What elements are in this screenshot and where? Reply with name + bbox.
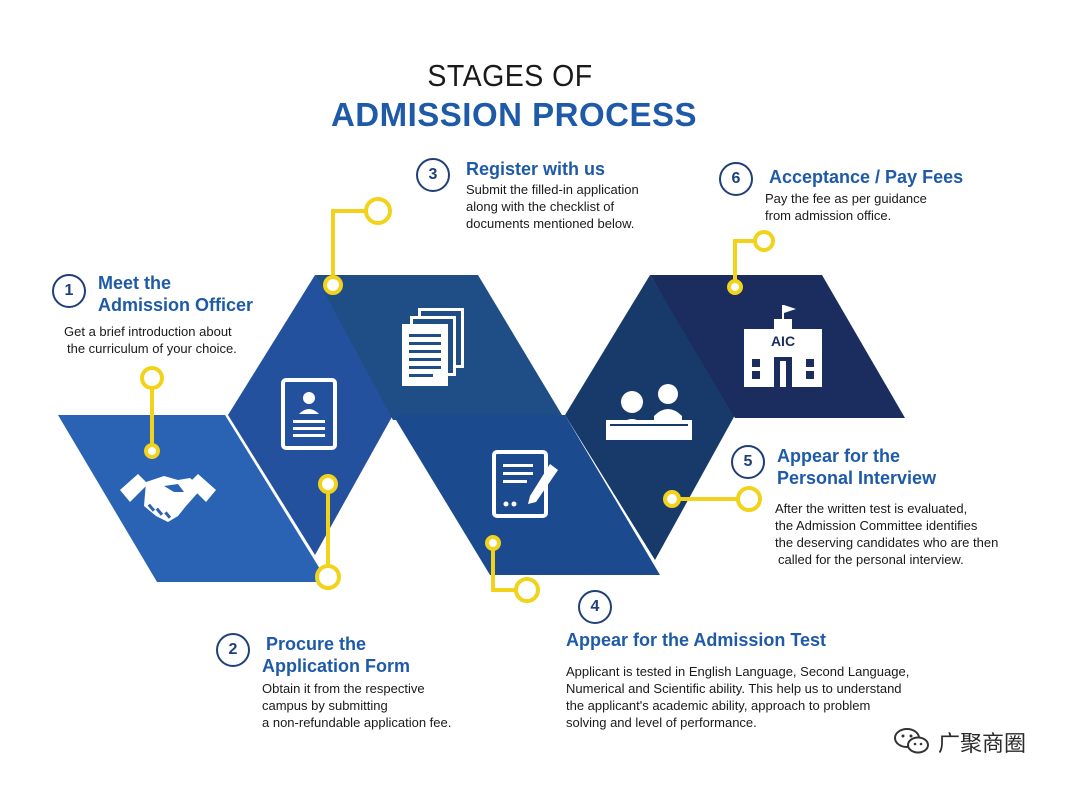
step-4-desc-line: Numerical and Scientific ability. This h… <box>566 681 902 696</box>
connector-step-2 <box>315 474 341 590</box>
step-4-number-badge: 4 <box>578 590 612 624</box>
connector-step-3 <box>323 197 392 295</box>
step-1-title-line-2: Admission Officer <box>98 295 254 315</box>
step-2-desc-line: a non-refundable application fee. <box>262 715 452 730</box>
step-3-title: Register with us <box>466 159 606 179</box>
step-1-desc-line: the curriculum of your choice. <box>67 341 237 356</box>
connector-step-4 <box>485 535 540 603</box>
step-5-desc-line: After the written test is evaluated, <box>775 501 968 516</box>
step-1-title: Meet the Admission Officer <box>98 272 253 316</box>
wechat-icon <box>894 728 929 754</box>
watermark-text: 广聚商圈 <box>938 732 1027 757</box>
step-3-desc-line: documents mentioned below. <box>466 216 635 231</box>
step-3-number-badge: 3 <box>416 158 450 192</box>
panel-step-4 <box>393 415 660 575</box>
step-2-title: Procure the Application Form <box>262 633 410 677</box>
step-6-title: Acceptance / Pay Fees <box>769 167 964 187</box>
step-5-description: After the written test is evaluated, the… <box>775 500 998 568</box>
step-1-desc-line: Get a brief introduction about <box>64 324 232 339</box>
test-paper-icon <box>492 450 558 518</box>
step-4-desc-line: Applicant is tested in English Language,… <box>566 664 910 679</box>
connector-step-6 <box>727 230 775 295</box>
step-3-desc-line: Submit the filled-in application <box>466 182 639 197</box>
step-4-desc-line: solving and level of performance. <box>566 715 757 730</box>
step-2-description: Obtain it from the respective campus by … <box>262 680 451 731</box>
step-2-desc-line: campus by submitting <box>262 698 388 713</box>
step-2-title-line-2: Application Form <box>262 656 410 676</box>
step-6-description: Pay the fee as per guidance from admissi… <box>765 190 927 224</box>
step-3-desc-line: along with the checklist of <box>466 199 615 214</box>
step-1-description: Get a brief introduction about the curri… <box>64 323 237 357</box>
step-5-desc-line: the Admission Committee identifies <box>775 518 978 533</box>
step-4-desc-line: the applicant's academic ability, approa… <box>566 698 871 713</box>
step-2-number-badge: 2 <box>216 633 250 667</box>
panel-step-2 <box>228 275 393 555</box>
step-5-desc-line: called for the personal interview. <box>778 552 964 567</box>
step-5-number-badge: 5 <box>731 445 765 479</box>
interview-icon <box>606 384 692 440</box>
step-6-number-badge: 6 <box>719 162 753 196</box>
step-5-title: Appear for the Personal Interview <box>777 445 936 489</box>
step-6-desc-line: Pay the fee as per guidance <box>765 191 927 206</box>
step-6-desc-line: from admission office. <box>765 208 892 223</box>
title-stages-of: STAGES OF <box>427 58 593 93</box>
step-5-desc-line: the deserving candidates who are then <box>775 535 999 550</box>
step-4-title: Appear for the Admission Test <box>566 630 827 650</box>
step-2-title-line-1: Procure the <box>266 634 367 654</box>
handshake-icon <box>120 474 216 522</box>
documents-icon <box>402 308 464 386</box>
panel-step-1 <box>58 415 328 582</box>
step-2-desc-line: Obtain it from the respective <box>262 681 425 696</box>
connector-step-1 <box>140 366 164 459</box>
step-3-description: Submit the filled-in application along w… <box>466 181 639 232</box>
step-5-title-line-1: Appear for the <box>777 446 901 466</box>
application-form-icon <box>281 378 337 450</box>
step-1-number-badge: 1 <box>52 274 86 308</box>
building-sign-text: AIC <box>771 333 795 349</box>
step-1-title-line-1: Meet the <box>98 273 172 293</box>
connector-step-5 <box>663 486 762 512</box>
step-5-title-line-2: Personal Interview <box>777 468 937 488</box>
building-icon: AIC <box>744 305 822 387</box>
step-4-description: Applicant is tested in English Language,… <box>566 663 909 731</box>
title-admission-process: ADMISSION PROCESS <box>330 96 698 133</box>
